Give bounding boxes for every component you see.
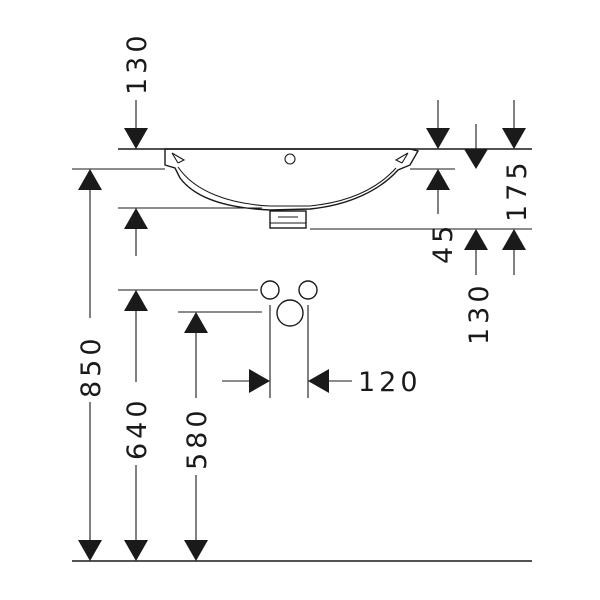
dimension-45: 45 [426,100,459,264]
washbasin-profile [164,148,420,229]
label-45: 45 [428,222,459,264]
label-175: 175 [502,158,533,222]
cold-supply-circle [298,280,318,300]
hot-supply-circle [260,280,280,300]
dimension-640: 640 [122,290,153,561]
dimension-580: 580 [182,312,213,561]
label-580: 580 [182,406,213,470]
label-130-right: 130 [464,281,495,345]
label-130-top: 130 [122,31,153,95]
dimension-130-right: 130 [464,100,526,345]
dimension-120: 120 [222,367,422,398]
label-850: 850 [76,334,107,398]
dimension-175: 175 [464,124,533,275]
label-640: 640 [122,396,153,460]
label-120: 120 [358,367,422,398]
dimension-130-top: 130 [122,31,153,256]
waste-outlet-circle [276,299,304,327]
dimension-850: 850 [76,169,107,561]
